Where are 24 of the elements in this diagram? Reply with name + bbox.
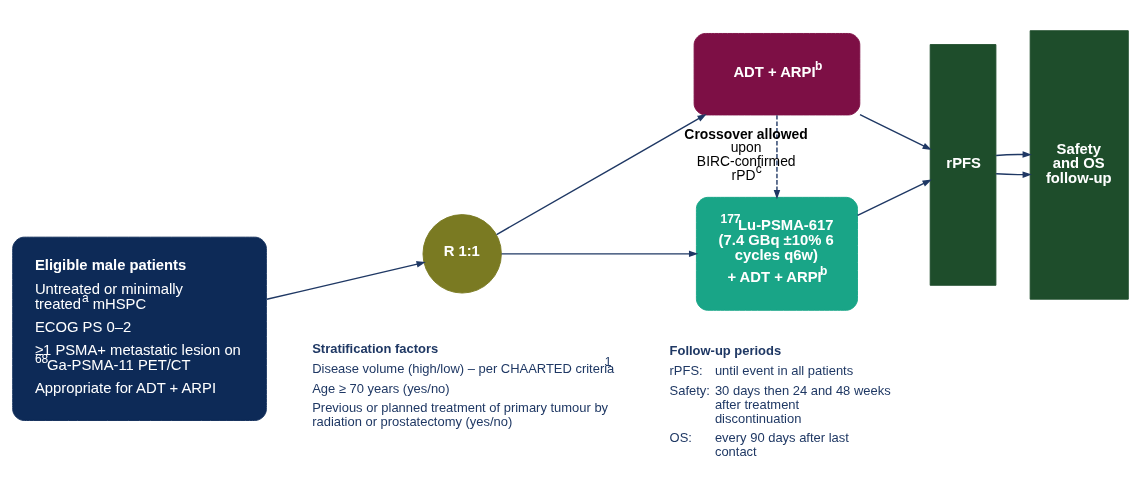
edge-label: Crossover allowed upon BIRC-confirmed rPD$^{c}$ <box>684 125 808 183</box>
label: Age ≥ 70 years (yes/no) <box>312 380 450 396</box>
arrow <box>856 179 932 216</box>
arrow <box>995 150 1032 158</box>
label: Previous or planned treatment of primary tumour by radiation or prostatectomy (yes/no) <box>312 399 609 429</box>
arrow <box>859 113 932 150</box>
label: Safety: <box>669 382 710 398</box>
arrow <box>266 260 426 300</box>
label: OS: <box>669 429 692 445</box>
arrow <box>773 113 781 199</box>
arrow <box>500 250 699 257</box>
node-circle: R 1:1 <box>422 213 502 293</box>
label: rPFS: <box>669 362 703 378</box>
label: until event in all patients <box>714 362 854 378</box>
label: every 90 days after last contact <box>714 429 849 459</box>
label: Follow-up periods <box>669 342 782 358</box>
node-box: Safety and OS follow-up <box>1029 29 1129 300</box>
label: Stratification factors <box>312 340 439 356</box>
arrow <box>995 170 1032 178</box>
arrow <box>495 113 707 235</box>
node-box: rPFS <box>929 43 997 286</box>
node-box: $^{177}$Lu-PSMA-617 (7.4 GBq ±10% 6 cycles q6w) + ADT + ARPI$^{b}$ <box>695 196 858 311</box>
node-box: ADT + ARPI$^{b}$ <box>693 32 861 115</box>
label: 30 days then 24 and 48 weeks after treatment discontinuation <box>714 382 891 426</box>
